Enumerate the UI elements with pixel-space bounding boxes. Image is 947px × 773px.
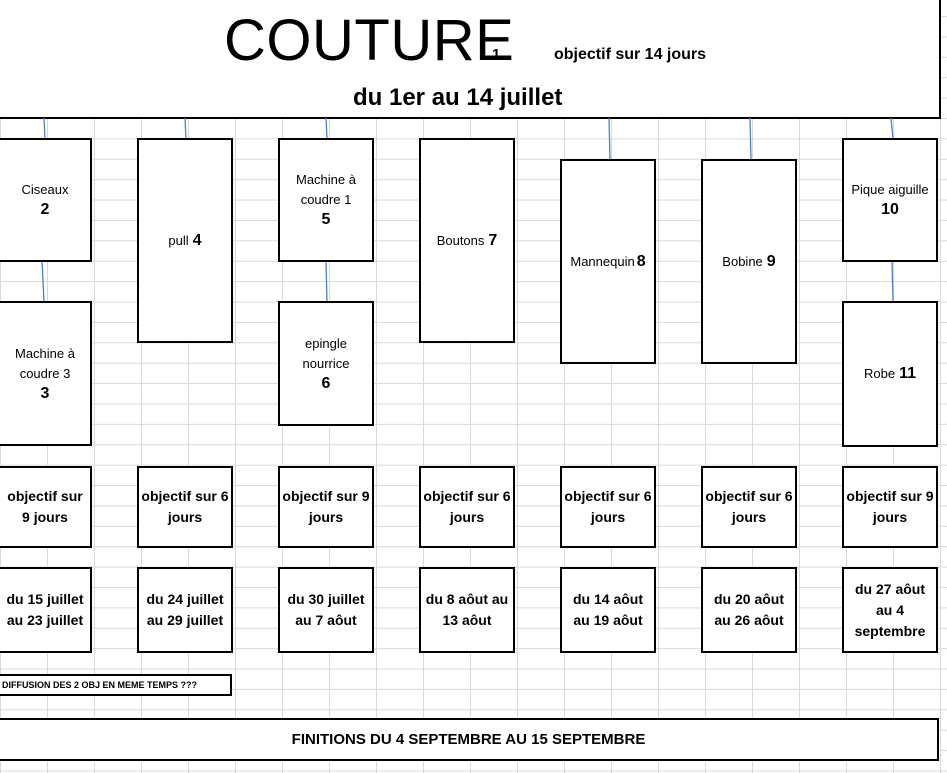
item-label: Machine à coudre 3 [15,345,75,381]
item-pique-aiguille: Pique aiguille 10 [842,138,938,262]
item-boutons: Boutons 7 [419,138,515,343]
item-label: Mannequin [570,253,635,269]
item-mannequin: Mannequin 8 [560,159,656,364]
item-label: epingle nourrice [302,335,350,371]
item-label: Ciseaux [21,182,69,197]
item-machine-a-coudre-1: Machine à coudre 1 5 [278,138,374,262]
item-label: Boutons [436,232,485,248]
goal-box: objectif sur 6 jours [701,466,797,548]
item-number: 9 [766,252,776,270]
item-number: 8 [636,252,646,270]
item-pull: pull 4 [137,138,233,343]
item-number: 4 [192,231,202,249]
connector-line [184,117,187,140]
period-box: du 24 juillet au 29 juillet [137,567,233,653]
item-number: 7 [488,231,498,249]
item-robe: Robe 11 [842,301,938,447]
footer-box: FINITIONS DU 4 SEPTEMBRE AU 15 SEPTEMBRE [0,718,939,761]
connector-line [891,260,894,303]
period-box: du 30 juillet au 7 aôut [278,567,374,653]
connector-line [325,260,328,303]
item-label: Pique aiguille [851,182,929,197]
goal-box: objectif sur 9 jours [842,466,938,548]
item-number: 3 [40,384,50,402]
item-ciseaux: Ciseaux 2 [0,138,92,262]
period-box: du 15 juillet au 23 juillet [0,567,92,653]
connector-line [43,117,46,140]
item-label: Bobine [722,253,763,269]
connector-line [608,117,611,161]
note-box: DIFFUSION DES 2 OBJ EN MEME TEMPS ??? [0,674,232,696]
item-number: 10 [881,201,899,218]
connector-line [325,117,328,140]
item-number: 5 [321,211,331,228]
item-bobine: Bobine 9 [701,159,797,364]
header: COUTURE 1 objectif sur 14 jours du 1er a… [0,0,941,119]
period-box: du 14 aôut au 19 aôut [560,567,656,653]
item-number: 11 [899,365,916,382]
page-title: COUTURE [224,8,515,73]
item-number: 6 [321,374,331,392]
title-dates: du 1er au 14 juillet [353,84,563,111]
period-box: du 27 aôut au 4 septembre [842,567,938,653]
item-epingle-nourrice: epingle nourrice 6 [278,301,374,426]
item-label: pull [168,232,189,248]
goal-box: objectif sur 6 jours [419,466,515,548]
goal-box: objectif sur 6 jours [137,466,233,548]
item-machine-a-coudre-3: Machine à coudre 3 3 [0,301,92,446]
title-number: 1 [492,46,501,63]
connector-line [41,260,45,303]
item-label: Robe [864,366,896,381]
goal-box: objectif sur 6 jours [560,466,656,548]
period-box: du 20 aôut au 26 aôut [701,567,797,653]
connector-line [890,117,894,140]
goal-box: objectif sur 9 jours [0,466,92,548]
goal-box: objectif sur 9 jours [278,466,374,548]
period-box: du 8 aôut au 13 aôut [419,567,515,653]
title-goal: objectif sur 14 jours [554,46,707,63]
connector-line [749,117,752,161]
item-label: Machine à coudre 1 [296,172,356,207]
item-number: 2 [40,201,50,218]
